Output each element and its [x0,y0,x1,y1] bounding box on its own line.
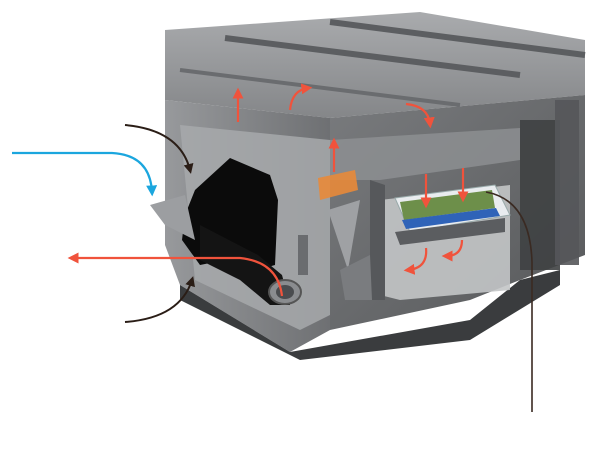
exhaust-arrow-icon [67,252,284,297]
hot-air-flow [67,83,469,297]
outside-air-flow [124,124,195,323]
filter-icon [318,170,358,200]
red-flow-arrow-icon [405,102,435,129]
callout-leader [485,191,533,412]
red-flow-arrow-icon [288,83,313,111]
upper-chamber [330,128,520,180]
lid-rail [179,68,461,107]
coil-fins-icon [400,190,495,220]
side-panel [520,120,560,270]
dark-flow-arrow-icon [124,124,194,174]
fan-assembly [150,158,308,305]
housing-base [180,270,560,360]
fan-outlet [200,225,290,305]
red-flow-arrow-icon [441,239,464,262]
coil-assembly [394,184,511,245]
dark-flow-arrow-icon [124,276,195,323]
filter-block [318,170,372,300]
blue-flow-arrow-icon [12,151,158,197]
lid-rail [329,19,586,58]
coil-tray [395,218,505,245]
damper-blade [340,255,372,300]
leader-line [485,191,533,412]
divider-wall [370,180,385,300]
red-flow-arrow-icon [403,247,428,275]
damper-blade [328,200,360,270]
inlet-flap [150,195,195,240]
duct-opening-inner [276,285,294,299]
side-panel-edge [555,100,579,265]
coil-tubes [402,208,500,229]
lid-rail [224,35,521,78]
vent-grille [298,235,308,275]
cold-air-flow [12,151,158,197]
